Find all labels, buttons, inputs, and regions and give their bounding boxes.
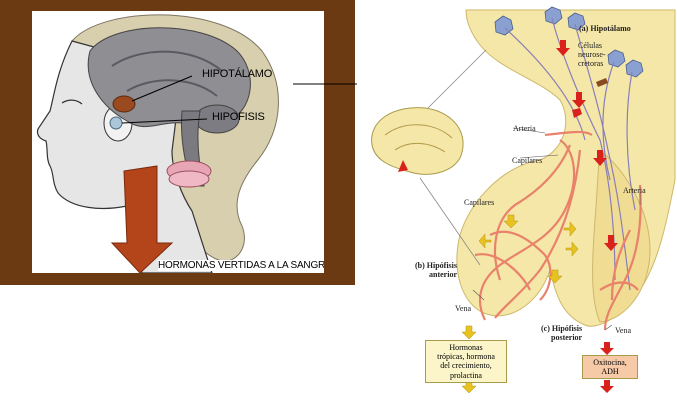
label-neurosecretory-line: cretoras bbox=[578, 58, 604, 68]
label-hormones-blood: HORMONAS VERTIDAS A LA SANGRE bbox=[158, 260, 324, 271]
callout-line: del crecimiento, bbox=[440, 361, 492, 371]
label-neurosecretory-line: neurose- bbox=[578, 49, 606, 59]
label-anterior-line: (b) Hipófisis bbox=[415, 261, 458, 270]
label-artery-top: Arteria bbox=[513, 124, 536, 133]
label-capillaries-mid: Capilares bbox=[464, 198, 495, 207]
head-illustration-panel: HIPOTÁLAMO HIPOFISIS HORMONAS VERTIDAS A… bbox=[0, 0, 355, 285]
label-pituitary: HIPOFISIS bbox=[212, 111, 265, 123]
callout-line: ADH bbox=[601, 367, 619, 377]
callout-posterior-hormones: Oxitocina, ADH bbox=[582, 355, 638, 380]
label-posterior-line: posterior bbox=[551, 332, 583, 342]
blood-vessels bbox=[474, 130, 642, 331]
brown-arrow bbox=[596, 78, 608, 87]
callout-line: Hormonas bbox=[449, 343, 483, 352]
callout-anterior-hormones: Hormonas trópicas, hormona del crecimien… bbox=[425, 340, 507, 383]
label-neurosecretory: Células neurose- cretoras bbox=[578, 41, 606, 68]
label-vein-left: Vena bbox=[455, 304, 471, 313]
label-posterior-line: (c) Hipófisis bbox=[541, 324, 583, 333]
head-illustration: HIPOTÁLAMO HIPOFISIS HORMONAS VERTIDAS A… bbox=[32, 11, 324, 273]
leader-lines bbox=[472, 127, 641, 331]
red-arrows bbox=[556, 40, 618, 393]
label-artery-right: Arteria bbox=[623, 186, 646, 195]
head-drawing bbox=[36, 14, 279, 273]
label-b-anterior-pituitary: (b) Hipófisis anterior bbox=[415, 261, 458, 280]
neurosecretory-neurons bbox=[494, 6, 644, 78]
hair-tie bbox=[166, 160, 212, 188]
inset-brain bbox=[371, 107, 464, 175]
yellow-arrows bbox=[461, 214, 579, 394]
label-vein-right: Vena bbox=[615, 326, 631, 335]
label-anterior-line: anterior bbox=[429, 269, 458, 279]
callout-line: Oxitocina, bbox=[593, 358, 627, 367]
label-hypothalamus: HIPOTÁLAMO bbox=[202, 68, 273, 80]
callout-line: trópicas, hormona bbox=[437, 352, 495, 362]
label-neurosecretory-line: Células bbox=[578, 41, 602, 50]
callout-line: prolactina bbox=[450, 370, 482, 380]
label-a-hypothalamus: (a) Hipotálamo bbox=[579, 24, 631, 33]
label-c-posterior-pituitary: (c) Hipófisis posterior bbox=[541, 324, 583, 343]
label-capillaries-top: Capilares bbox=[512, 156, 543, 165]
